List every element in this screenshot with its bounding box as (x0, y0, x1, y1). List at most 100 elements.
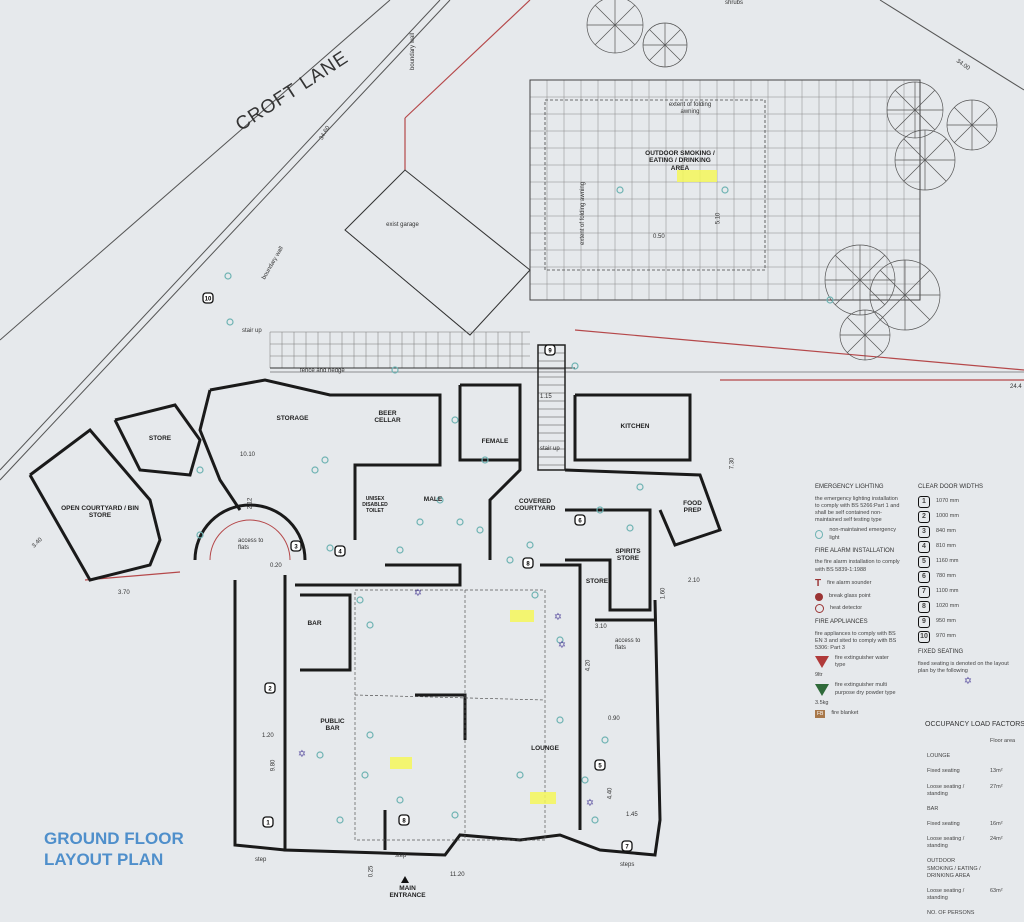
legend-heading: OCCUPANCY LOAD FACTORS (925, 721, 1024, 728)
legend-item: fire extinguisher water type (815, 655, 900, 669)
emergency-light-icon (391, 366, 399, 374)
emergency-light-icon (226, 318, 234, 326)
door-number-text: 8 (402, 819, 406, 825)
tree-icon (946, 99, 998, 151)
door-number-marker (544, 344, 556, 356)
occupancy-row: OUTDOOR SMOKING / EATING / DRINKING AREA (927, 855, 1021, 882)
emergency-light-icon (321, 456, 329, 464)
dimension: 1.45 (626, 812, 638, 818)
door-width-value: 950 mm (936, 618, 956, 625)
occupancy-area (990, 750, 1021, 763)
door-number-marker (290, 540, 302, 552)
tree-icon (824, 244, 896, 316)
highlight-mark (510, 610, 534, 622)
occupancy-label: Loose seating / standing (927, 783, 965, 797)
door-number-icon: 6 (918, 570, 930, 583)
emergency-light-icon (556, 716, 564, 724)
door-number-icon: 8 (918, 600, 930, 613)
occupancy-label: LOUNGE (927, 753, 951, 760)
break-glass-point-icon (815, 592, 823, 601)
door-width-value: 810 mm (936, 543, 956, 550)
room-kitchen: KITCHEN (620, 423, 650, 430)
fire-alarm-sounder-icon: T (815, 577, 822, 589)
emergency-light-icon (556, 636, 564, 644)
emergency-light-icon (636, 483, 644, 491)
entrance-arrow-icon (401, 876, 409, 883)
fixed-seating-icon: ✡ (414, 588, 422, 599)
tree-icon (839, 309, 891, 361)
legend-text: the fire alarm installation to comply wi… (815, 559, 900, 573)
emergency-light-icon (506, 556, 514, 564)
fixed-seating-icon: ✡ (298, 749, 306, 760)
dimension: 4.40 (607, 787, 614, 800)
legend-text: the emergency lighting installation to c… (815, 495, 900, 524)
legend-heading: FIXED SEATING (918, 648, 964, 655)
room-courtyard-bin-store: OPEN COURTYARD / BIN STORE (61, 505, 139, 520)
legend-text: fixed seating is denoted on the layout p… (918, 660, 1009, 674)
occupancy-column-header: Floor area (990, 738, 1016, 745)
door-number-text: 2 (268, 687, 272, 693)
dimension: 0.90 (608, 716, 620, 722)
dimension: 2.10 (688, 578, 700, 584)
trees (586, 0, 998, 361)
legend-item-label: heat detector (830, 604, 863, 611)
emergency-light-icon (596, 506, 604, 514)
legend-item-label: fire extinguisher water type (835, 654, 889, 669)
door-width-value: 1100 mm (936, 588, 959, 595)
door-width-value: 1070 mm (936, 498, 959, 505)
fixed-seating-icon: ✡ (963, 675, 973, 687)
emergency-light-icon (224, 272, 232, 280)
emergency-light-icon (196, 531, 204, 539)
emergency-light-icon (721, 186, 729, 194)
shrubs-label: shrubs (725, 0, 744, 6)
awning-label: extent of folding awning (580, 181, 587, 245)
dimension: 11.20 (450, 872, 465, 878)
room-disabled-toilet: UNISEX DISABLED TOILET (362, 496, 388, 514)
legend-heading: FIRE APPLIANCES (815, 618, 868, 625)
door-number-icon: 2 (918, 510, 930, 523)
door-number-marker (202, 292, 214, 304)
legend-heading: CLEAR DOOR WIDTHS (918, 484, 984, 490)
emergency-light-icon (451, 811, 459, 819)
emergency-light-icon (366, 731, 374, 739)
legend-occupancy: OCCUPANCY LOAD FACTORS Floor area LOUNGE… (925, 714, 1024, 922)
emergency-light-icon (616, 186, 624, 194)
legend-item-label: non-maintained emergency light (829, 527, 896, 541)
emergency-light-icon (361, 771, 369, 779)
emergency-light-icon (516, 771, 524, 779)
emergency-light-icon (451, 416, 459, 424)
emergency-light-icon (311, 466, 319, 474)
occupancy-label: Fixed seating (927, 768, 960, 775)
dimension: 0.25 (368, 865, 375, 878)
access-to-flats-label: access to flats (238, 538, 264, 551)
occupancy-area: 63m² (990, 887, 1003, 894)
emergency-light-icon (366, 621, 374, 629)
dimension: 4.20 (585, 659, 592, 672)
legend-item: heat detector (815, 603, 900, 613)
dimension: 1.60 (660, 587, 667, 600)
outdoor-paving-grid (529, 79, 920, 300)
highlight-mark (390, 757, 412, 769)
dimension: 10.10 (240, 452, 256, 458)
fixed-seating-icon: ✡ (554, 612, 562, 623)
emergency-light-icon (626, 524, 634, 532)
legend-item-label: fire extinguisher multi purpose dry powd… (835, 682, 896, 696)
door-width-value: 1000 mm (936, 513, 959, 520)
emergency-light-icon (815, 530, 824, 539)
title-line-2: LAYOUT PLAN (44, 850, 164, 869)
emergency-light-icon (316, 751, 324, 759)
door-number-text: 1 (266, 821, 270, 827)
emergency-light-icon (581, 776, 589, 784)
door-number-marker (522, 557, 534, 569)
dimension: 2.12 (247, 497, 254, 510)
emergency-light-icon (196, 466, 204, 474)
door-number-text: 9 (548, 349, 552, 355)
dimension: 0.20 (270, 563, 282, 569)
